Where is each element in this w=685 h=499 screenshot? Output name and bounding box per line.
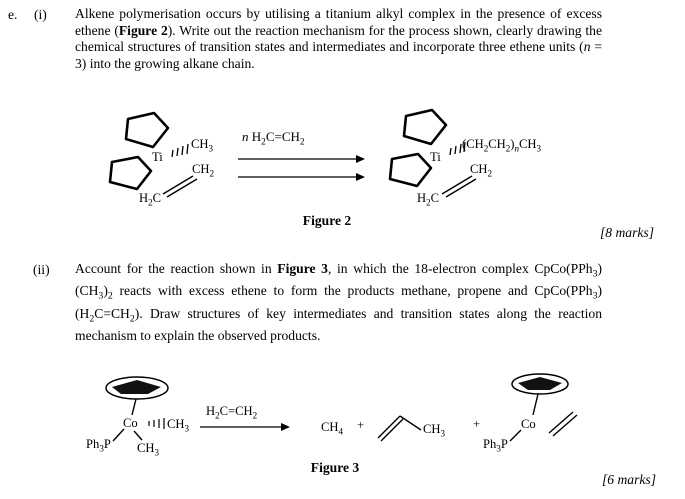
ethene-double-bond-right: [441, 175, 477, 198]
cp-ring-bottom-right: [388, 152, 433, 188]
cp-co-bond-right: [532, 393, 539, 416]
phosphine-label-right: Ph3P: [483, 437, 508, 454]
hashed-bond-right: [449, 141, 466, 156]
propene-methyl-label: CH3: [423, 422, 446, 439]
bond-co-methyl-lower: [133, 430, 143, 441]
ethene-top-label-left: CH2: [192, 162, 215, 179]
plus-sign-1: +: [357, 418, 365, 432]
methyl-label-left: CH3: [191, 137, 214, 154]
reaction-arrows: [238, 155, 365, 181]
hashed-bond-co-methyl: [148, 418, 165, 429]
cp-ring-top-left: [124, 111, 170, 149]
question-ii-number: (ii): [33, 262, 50, 277]
phosphine-bond-left: [112, 428, 125, 442]
figure-3-caption: Figure 3: [310, 460, 360, 475]
metal-label-ti-right: Ti: [430, 150, 441, 164]
ethene-top-label-right: CH2: [470, 162, 493, 179]
cp-ellipse-right: [511, 373, 569, 395]
arrow-reagent-label: H2C=CH2: [206, 404, 258, 421]
reaction-arrow: [200, 423, 290, 431]
reagent-label: n H2C=CH2: [242, 129, 305, 148]
cp-co-bond-left: [131, 398, 137, 416]
plus-sign-2: +: [473, 417, 481, 431]
ethene-bottom-label-left: H2C: [139, 191, 162, 208]
methyl2-label: CH3: [137, 441, 160, 458]
phosphine-label-left: Ph3P: [86, 437, 111, 454]
methane-label: CH4: [321, 420, 344, 437]
cp-pentagon-left: [112, 380, 161, 394]
question-ii-marks: [6 marks]: [601, 472, 656, 487]
hashed-bond-left: [171, 143, 189, 158]
question-i-number: (i): [34, 7, 47, 22]
cp-ring-top-right: [402, 108, 448, 146]
figure-2-drawing: [108, 108, 477, 198]
metal-label-ti-left: Ti: [152, 150, 163, 164]
methyl1-label: CH3: [167, 417, 190, 434]
ethene-double-bond-product: [548, 411, 578, 437]
figure-3-drawing: [105, 373, 578, 442]
question-ii-text: Account for the reaction shown in Figure…: [75, 261, 602, 344]
polymer-chain-label: (CH2CH2)nCH3: [462, 137, 542, 154]
phosphine-bond-right: [509, 429, 522, 442]
question-i-marks: [8 marks]: [599, 225, 654, 240]
figure-2: Ti CH3 CH2 H2C n H2C=CH2 Ti (CH2CH2)nCH3…: [0, 105, 685, 240]
cp-pentagon-right: [518, 377, 562, 390]
cp-ellipse-left: [105, 376, 169, 400]
question-i-text: Alkene polymerisation occurs by utilisin…: [75, 6, 602, 72]
metal-label-co-right: Co: [521, 417, 536, 431]
ethene-double-bond-left: [162, 175, 198, 198]
figure-3: Co Ph3P CH3 CH3 H2C=CH2 CH4 + CH3 + Co P…: [0, 360, 685, 499]
metal-label-co-left: Co: [123, 416, 138, 430]
figure-2-caption: Figure 2: [302, 213, 352, 228]
question-part-label: e.: [8, 7, 18, 22]
ethene-bottom-label-right: H2C: [417, 191, 440, 208]
cp-ring-bottom-left: [108, 155, 153, 191]
propene-skeleton: [377, 415, 422, 442]
